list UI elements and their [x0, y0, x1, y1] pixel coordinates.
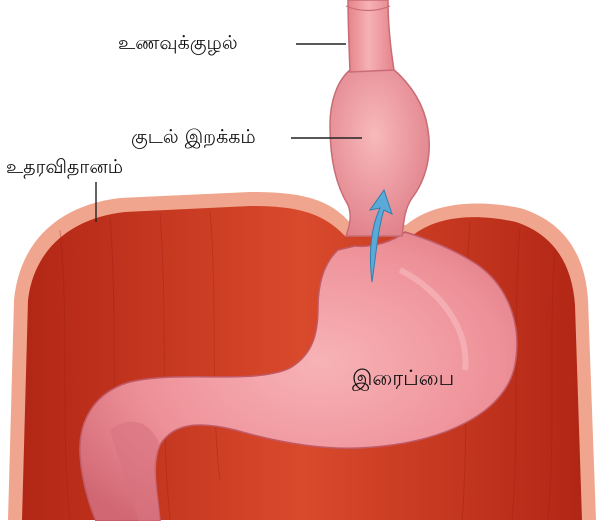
esophagus-label: உணவுக்குழல் — [118, 34, 238, 53]
hernia-label: குடல் இறக்கம் — [131, 128, 256, 147]
stomach-label: இரைப்பை — [352, 368, 454, 389]
esophagus — [346, 0, 394, 72]
diaphragm-label: உதரவிதானம் — [6, 158, 123, 177]
